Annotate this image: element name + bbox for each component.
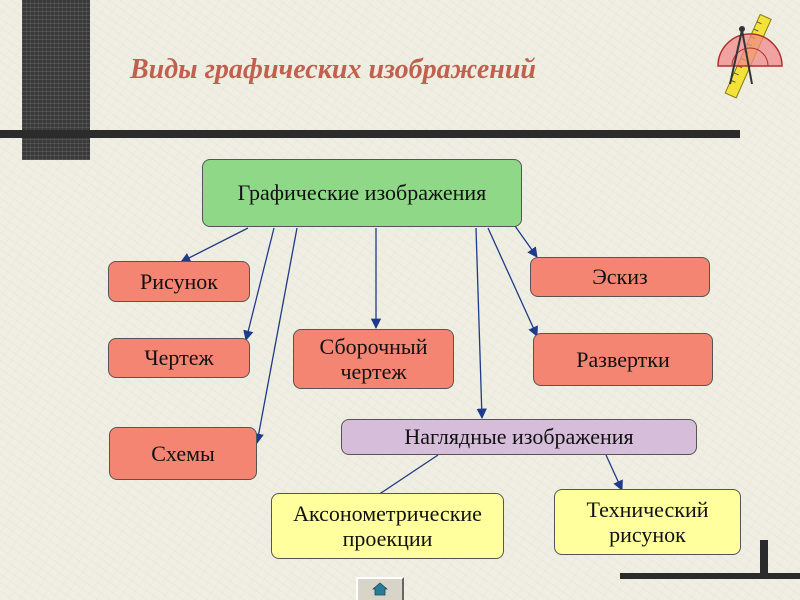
arrow-to-technical-sketch bbox=[605, 454, 623, 491]
node-assembly-drawing: Сборочный чертеж bbox=[293, 329, 454, 389]
node-graphic-images: Графические изображения bbox=[202, 159, 522, 227]
node-developments: Развертки bbox=[533, 333, 713, 386]
node-technical-sketch: Технический рисунок bbox=[554, 489, 741, 555]
ruler-compass-protractor-icon bbox=[712, 13, 788, 100]
arrow-to-technical-drawing bbox=[243, 227, 275, 342]
decorative-corner-vertical bbox=[760, 540, 768, 578]
arrow-to-visual-images bbox=[475, 227, 487, 420]
arrow-to-developments bbox=[487, 227, 538, 337]
node-technical-drawing: Чертеж bbox=[108, 338, 250, 378]
home-icon bbox=[372, 582, 388, 596]
node-axonometric-projections: Аксонометрические проекции bbox=[271, 493, 504, 559]
slide-title: Виды графических изображений bbox=[130, 54, 536, 85]
node-visual-images: Наглядные изображения bbox=[341, 419, 697, 455]
decorative-corner-horizontal bbox=[620, 573, 800, 579]
arrow-to-sketch bbox=[514, 225, 538, 258]
arrow-to-drawing bbox=[180, 227, 249, 263]
home-button[interactable] bbox=[356, 577, 404, 600]
node-schemes: Схемы bbox=[109, 427, 257, 480]
node-sketch: Эскиз bbox=[530, 257, 710, 297]
decorative-horizontal-rule bbox=[0, 130, 740, 138]
node-drawing: Рисунок bbox=[108, 261, 250, 302]
arrow-to-schemes bbox=[253, 227, 298, 445]
